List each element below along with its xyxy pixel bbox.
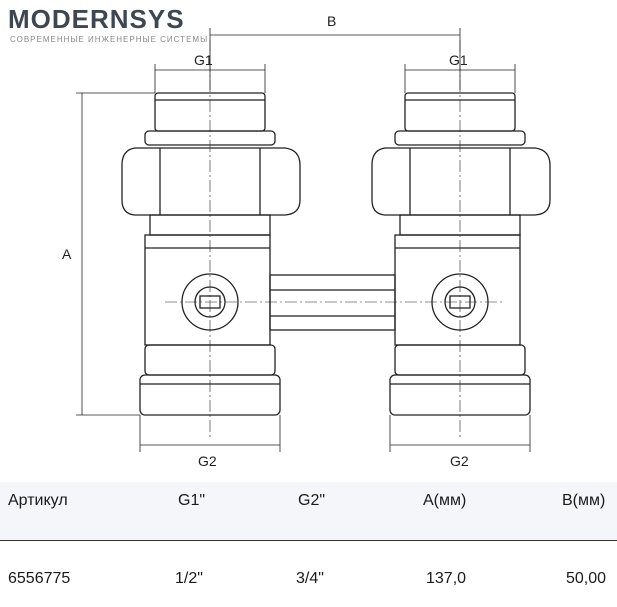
dim-label-g2-right: G2 [450, 453, 469, 469]
dim-label-a: A [62, 246, 72, 262]
header-g1: G1" [178, 492, 206, 509]
cell-b: 50,00 [566, 570, 607, 587]
cell-article: 6556775 [8, 570, 71, 587]
valve-right [371, 92, 551, 416]
cell-g2: 3/4" [296, 570, 324, 587]
cell-a: 137,0 [426, 570, 467, 587]
dim-label-g1-right: G1 [449, 52, 468, 68]
dim-label-g2-left: G2 [198, 453, 217, 469]
valve-drawing [76, 28, 551, 452]
watermark-tagline: СОВРЕМЕННЫЕ ИНЖЕНЕРНЫЕ СИСТЕМЫ [10, 35, 209, 44]
dimension-lines [76, 28, 531, 452]
cell-g1: 1/2" [175, 570, 203, 587]
valve-left [121, 92, 301, 416]
header-a: A(мм) [423, 492, 467, 509]
bridge-pipe [269, 274, 396, 331]
header-g2: G2" [298, 492, 326, 509]
header-b: B(мм) [562, 492, 606, 509]
center-lines [165, 40, 505, 440]
dim-label-b: B [327, 13, 337, 29]
watermark-logo: MODERNSYS [8, 4, 185, 34]
dim-label-g1-left: G1 [194, 52, 213, 68]
header-article: Артикул [8, 492, 68, 509]
table-header [0, 482, 617, 541]
